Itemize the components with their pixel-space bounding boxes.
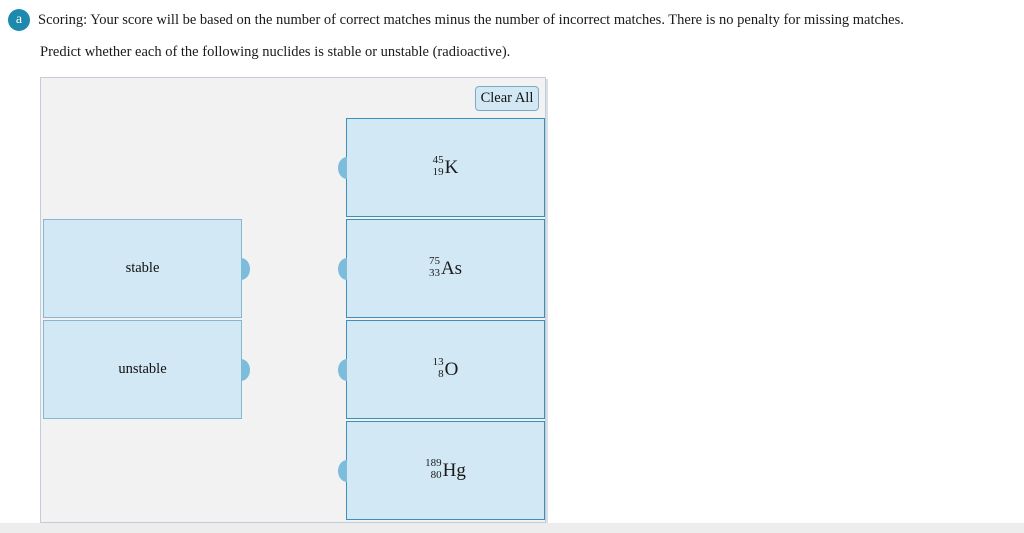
clear-all-button[interactable]: Clear All [475,86,539,111]
answer-letter-badge: a [8,9,30,31]
atomic-number: 80 [430,469,442,481]
scoring-text: Scoring: Your score will be based on the… [38,12,904,28]
connector-knob-left-icon[interactable] [338,459,347,482]
nuclide-numbers: 13 8 [433,357,444,381]
connector-knob-right-icon[interactable] [241,358,250,381]
mass-number: 75 [428,255,440,268]
element-symbol: O [444,359,459,380]
element-symbol: As [440,258,463,279]
nuclide-tile-hg-189[interactable]: 189 80 Hg [338,421,545,520]
nuclide-notation: 75 33 As [429,256,462,280]
nuclide-tile-o-13[interactable]: 13 8 O [338,320,545,419]
connector-knob-left-icon[interactable] [338,257,347,280]
category-tile-unstable[interactable]: unstable [43,320,250,419]
category-label: unstable [118,361,167,377]
atomic-number: 8 [438,368,444,380]
atomic-number: 19 [432,166,444,178]
nuclide-notation: 189 80 Hg [425,458,466,482]
page-bottom-strip [0,523,1024,533]
matching-panel: Clear All stable unstable 45 19 K 75 33 … [40,77,546,523]
mass-number: 45 [432,154,444,167]
nuclide-numbers: 75 33 [429,256,440,280]
question-prompt: Predict whether each of the following nu… [40,44,511,60]
scoring-banner: a Scoring: Your score will be based on t… [0,8,1024,32]
nuclide-numbers: 189 80 [425,458,442,482]
category-label: stable [125,260,160,276]
element-symbol: Hg [442,460,466,481]
nuclide-notation: 45 19 K [433,155,459,179]
atomic-number: 33 [428,267,440,279]
nuclide-numbers: 45 19 [433,155,444,179]
nuclide-notation: 13 8 O [433,357,459,381]
connector-knob-left-icon[interactable] [338,358,347,381]
nuclide-tile-k-45[interactable]: 45 19 K [338,118,545,217]
connector-knob-right-icon[interactable] [241,257,250,280]
mass-number: 13 [432,356,444,369]
mass-number: 189 [425,457,442,470]
category-tile-stable[interactable]: stable [43,219,250,318]
nuclide-tile-as-75[interactable]: 75 33 As [338,219,545,318]
connector-knob-left-icon[interactable] [338,156,347,179]
element-symbol: K [444,157,459,178]
